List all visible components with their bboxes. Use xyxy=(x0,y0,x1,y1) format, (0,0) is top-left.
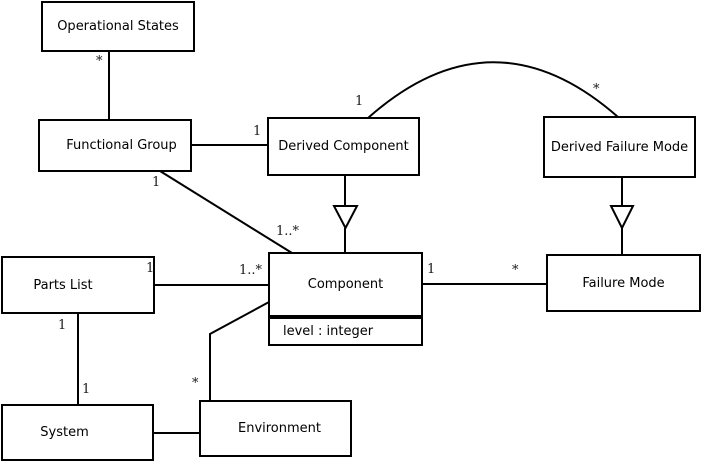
multiplicity-component-one-to-many: 1..* xyxy=(276,224,300,239)
edge-generalization-derived-failure-mode-failure-mode xyxy=(609,177,635,255)
generalization-arrow-icon xyxy=(332,205,359,231)
class-failure-mode: Failure Mode xyxy=(546,254,701,312)
multiplicity-component-one: 1 xyxy=(427,262,436,277)
edge-functional-group-component xyxy=(159,170,293,254)
multiplicity-arc-one: 1 xyxy=(355,94,364,109)
class-label: Parts List xyxy=(33,277,93,293)
class-label: Component xyxy=(307,277,384,292)
class-label: Derived Component xyxy=(278,139,409,154)
multiplicity-environment-star: * xyxy=(192,376,199,391)
multiplicity-operational-states-star: * xyxy=(96,54,103,69)
class-attribute: level : integer xyxy=(283,324,374,339)
multiplicity-arc-star: * xyxy=(593,82,600,97)
class-environment: Environment xyxy=(199,400,352,457)
multiplicity-functional-group-one: 1 xyxy=(152,175,161,190)
class-label: Functional Group xyxy=(66,138,177,153)
edge-arc-derived-component-derived-failure-mode xyxy=(367,61,619,119)
multiplicity-derived-component-one: 1 xyxy=(253,124,262,139)
multiplicity-parts-list-one: 1 xyxy=(146,261,155,276)
class-component-attribute-compartment: level : integer xyxy=(268,317,423,346)
multiplicity-parts-list-component-many: 1..* xyxy=(239,263,263,278)
multiplicity-parts-list-system-one-top: 1 xyxy=(58,318,67,333)
generalization-arrow-icon xyxy=(609,205,635,231)
class-label: Failure Mode xyxy=(582,275,665,291)
class-operational-states: Operational States xyxy=(41,1,195,52)
class-label: Operational States xyxy=(57,19,179,34)
edge-environment-component xyxy=(209,301,270,401)
class-label: Derived Failure Mode xyxy=(550,139,689,155)
class-derived-failure-mode: Derived Failure Mode xyxy=(543,116,696,178)
class-derived-component: Derived Component xyxy=(267,117,420,176)
class-component-name-compartment: Component xyxy=(268,252,423,317)
edge-generalization-derived-component-component xyxy=(332,175,359,253)
multiplicity-failure-mode-star: * xyxy=(512,263,519,278)
class-system: System xyxy=(1,404,154,461)
class-label: System xyxy=(40,425,89,440)
class-label: Environment xyxy=(237,421,321,436)
class-functional-group: Functional Group xyxy=(38,119,192,172)
class-parts-list: Parts List xyxy=(1,256,155,314)
multiplicity-parts-list-system-one-bottom: 1 xyxy=(82,382,91,397)
